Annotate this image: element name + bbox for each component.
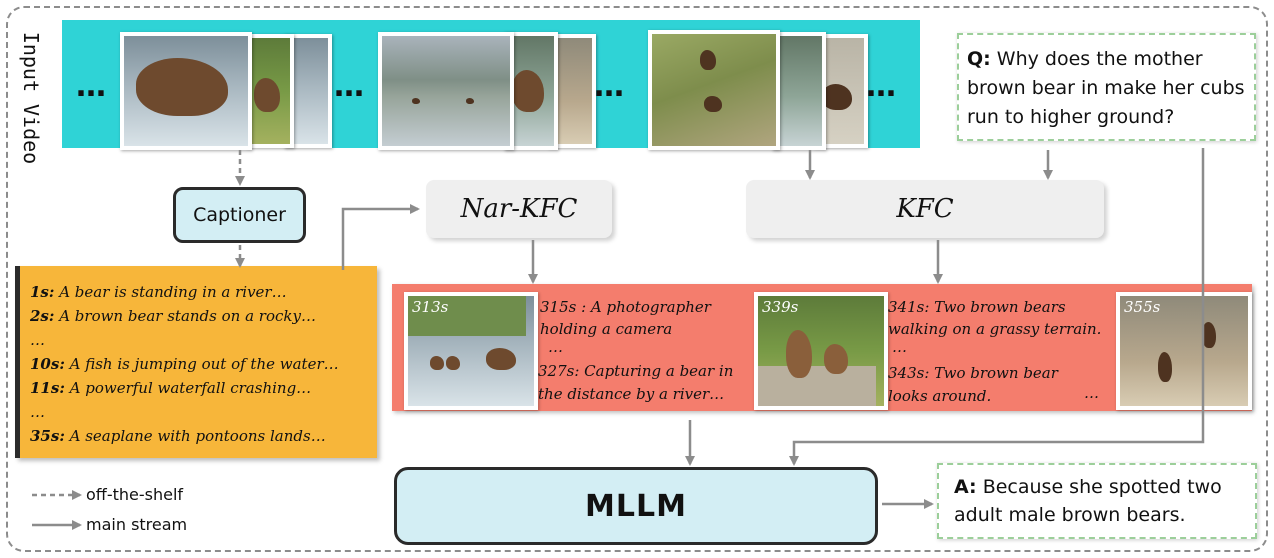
keyframe-caption: 315s : A photographer xyxy=(540,298,711,316)
nar-kfc-module: Nar-KFC xyxy=(426,180,612,238)
keyframe-caption: 327s: Capturing a bear in xyxy=(538,362,734,380)
keyframe-caption: the distance by a river… xyxy=(538,385,725,403)
answer-box: A: Because she spotted two adult male br… xyxy=(937,463,1257,539)
outer-dashed-border xyxy=(6,6,1268,552)
question-box: Q: Why does the mother brown bear in mak… xyxy=(957,33,1256,141)
legend-solid-label: main stream xyxy=(86,515,188,534)
video-frame xyxy=(648,30,780,150)
keyframe-image: 339s xyxy=(754,292,888,410)
caption-line: … xyxy=(30,403,45,421)
answer-text: Because she spotted two adult male brown… xyxy=(954,476,1222,526)
keyframe-caption: holding a camera xyxy=(540,320,673,338)
caption-line: 2s: A brown bear stands on a rocky… xyxy=(30,307,316,325)
legend-dashed-label: off-the-shelf xyxy=(86,485,184,504)
keyframe-caption: 341s: Two brown bears xyxy=(888,298,1066,316)
input-video-strip: … … … … xyxy=(62,20,920,150)
caption-line: 35s: A seaplane with pontoons lands… xyxy=(30,427,326,445)
keyframe-caption: looks around. xyxy=(888,387,992,405)
video-frame xyxy=(246,34,294,148)
question-text: Why does the mother brown bear in make h… xyxy=(967,48,1245,128)
keyframe-ellipsis: … xyxy=(1084,384,1099,402)
keyframe-timestamp: 339s xyxy=(762,298,799,316)
keyframe-timestamp: 313s xyxy=(412,298,449,316)
video-frame xyxy=(378,32,514,150)
captioner-label: Captioner xyxy=(193,204,286,226)
keyframe-caption: 343s: Two brown bear xyxy=(888,364,1058,382)
nar-kfc-label: Nar-KFC xyxy=(460,194,578,224)
answer-prefix: A: xyxy=(954,476,977,498)
question-prefix: Q: xyxy=(967,48,991,70)
video-frame xyxy=(120,32,252,150)
keyframe-image: 313s xyxy=(404,292,538,410)
caption-line: 1s: A bear is standing in a river… xyxy=(30,283,287,301)
keyframe-caption: … xyxy=(548,338,563,356)
keyframe-timestamp: 355s xyxy=(1124,298,1161,316)
caption-line: … xyxy=(30,331,45,349)
caption-line: 10s: A fish is jumping out of the water… xyxy=(30,355,339,373)
mllm-label: MLLM xyxy=(585,488,687,524)
keyframe-caption: walking on a grassy terrain. xyxy=(888,320,1102,338)
kfc-label: KFC xyxy=(896,194,954,224)
mllm-box: MLLM xyxy=(394,467,878,545)
keyframe-panel: 313s 315s : A photographer holding a cam… xyxy=(392,284,1252,411)
solid-arrow xyxy=(789,148,1205,466)
keyframe-caption: … xyxy=(892,338,907,356)
captioner-box: Captioner xyxy=(173,187,306,243)
kfc-module: KFC xyxy=(746,180,1104,238)
captions-panel: 1s: A bear is standing in a river… 2s: A… xyxy=(15,266,377,458)
caption-line: 11s: A powerful waterfall crashing… xyxy=(30,379,312,397)
solid-arrow xyxy=(341,204,420,270)
keyframe-image: 355s xyxy=(1116,292,1252,410)
